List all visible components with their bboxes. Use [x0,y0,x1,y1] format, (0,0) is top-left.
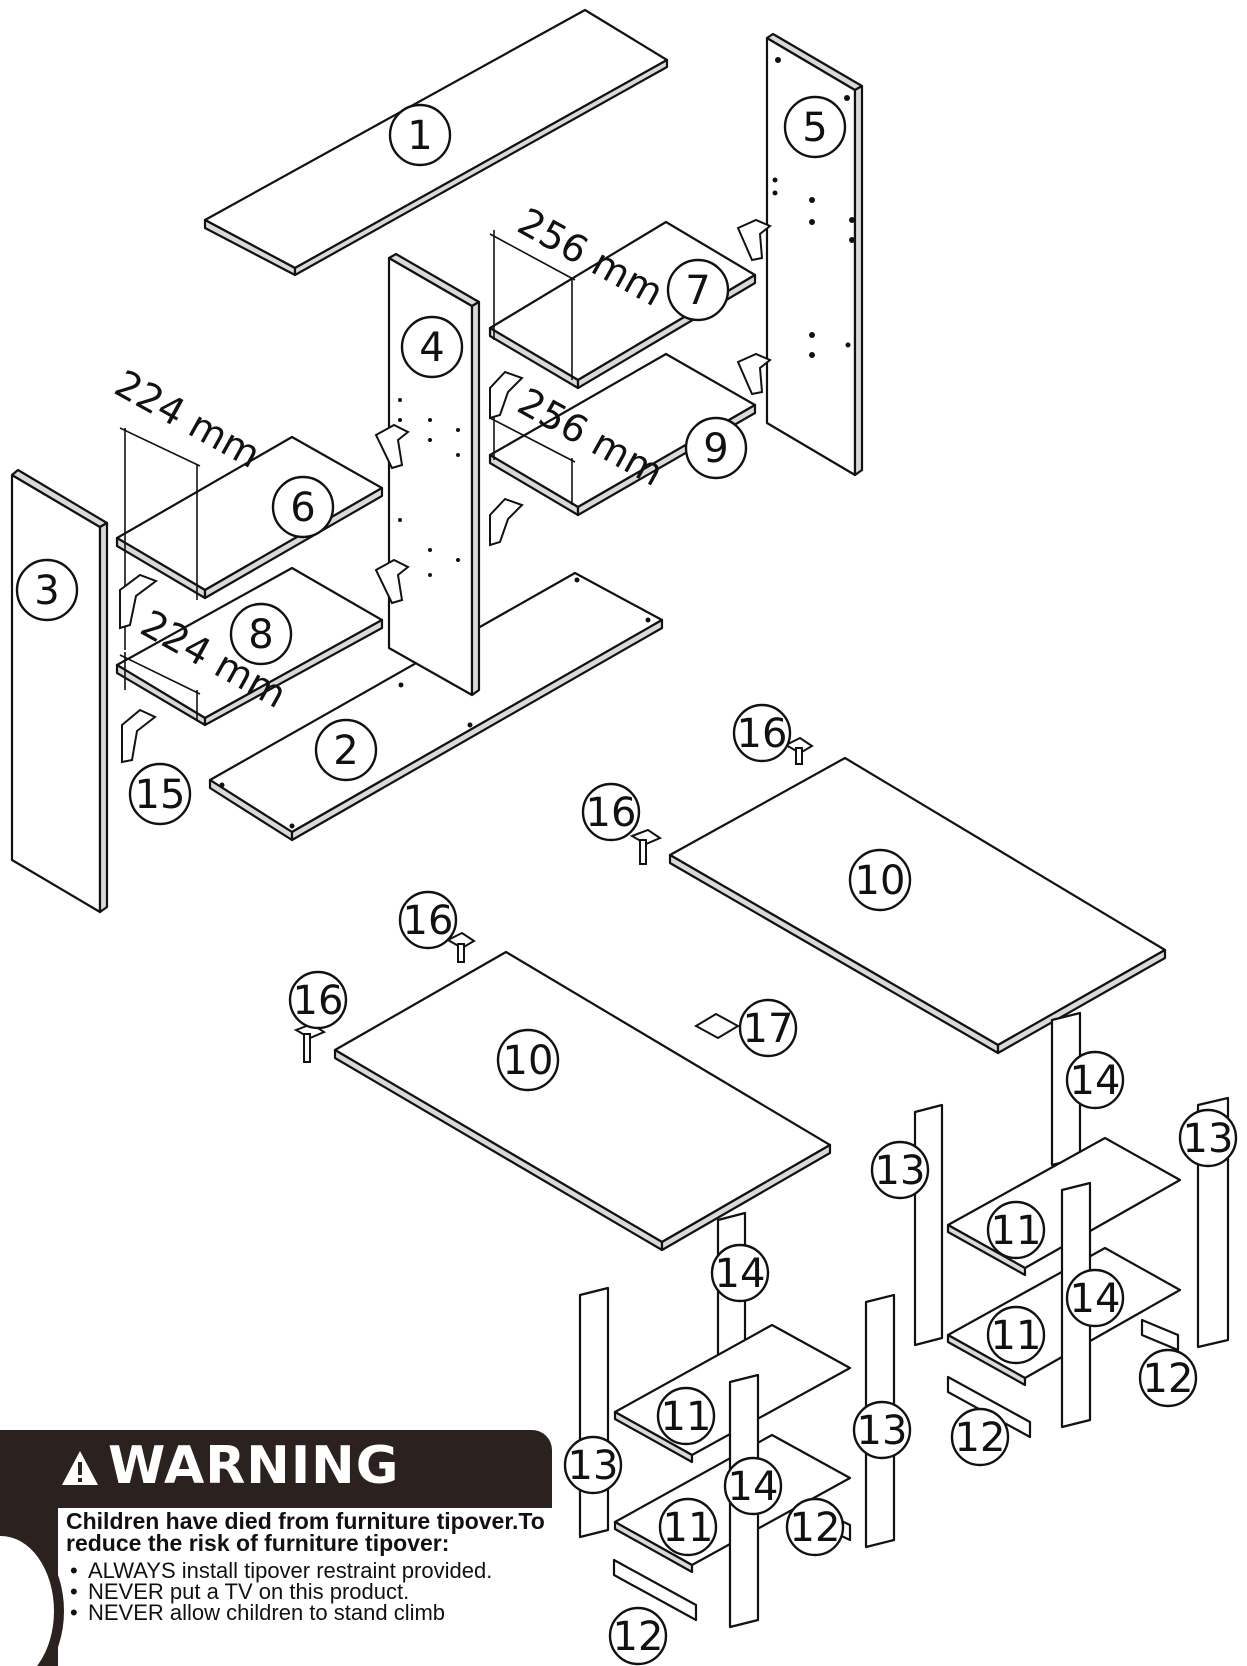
svg-text:7: 7 [685,268,710,314]
callout-9: 9 [684,416,748,480]
svg-text:16: 16 [737,711,788,757]
svg-text:16: 16 [586,790,637,836]
svg-text:5: 5 [802,105,827,151]
warning-triangle-icon [62,1451,98,1485]
callout-4: 4 [400,315,464,379]
callout-16-a: 16 [732,703,792,763]
svg-text:14: 14 [728,1464,779,1510]
callout-11-c: 11 [656,1386,716,1446]
svg-text:16: 16 [403,898,454,944]
callout-16-d: 16 [288,970,348,1030]
callout-13-b: 13 [870,1140,930,1200]
callout-2: 2 [314,718,378,782]
callout-3: 3 [15,558,79,622]
svg-text:8: 8 [248,612,273,658]
part-10-tabletop-right [668,756,1167,1055]
callout-12-b: 12 [950,1407,1010,1467]
callout-13-c: 13 [852,1400,912,1460]
callout-17: 17 [738,998,798,1058]
callout-7: 7 [666,258,730,322]
callout-14-a: 14 [1065,1050,1125,1110]
warning-lead: Children have died from furniture tipove… [66,1508,545,1556]
svg-text:2: 2 [333,728,358,774]
warning-item: NEVER allow children to stand climb [66,1602,546,1624]
svg-text:11: 11 [663,1505,714,1551]
svg-text:10: 10 [855,858,906,904]
svg-text:15: 15 [135,772,186,818]
svg-text:14: 14 [1070,1058,1121,1104]
callout-16-b: 16 [581,782,641,842]
part-16-connectors [293,736,814,1063]
callout-12-c: 12 [785,1497,845,1557]
callout-12-d: 12 [608,1606,668,1666]
svg-text:12: 12 [1143,1356,1194,1402]
callout-8: 8 [229,602,293,666]
warning-heading: WARNING [108,1436,400,1496]
svg-text:11: 11 [991,1208,1042,1254]
svg-text:13: 13 [1183,1116,1234,1162]
part-6-shelf [115,435,384,600]
svg-text:12: 12 [613,1614,664,1660]
callout-11-d: 11 [658,1497,718,1557]
callout-13-a: 13 [1178,1108,1238,1168]
no-climbing-pictogram-icon [0,1526,64,1666]
warning-text: Children have died from furniture tipove… [66,1508,546,1624]
callout-14-d: 14 [723,1456,783,1516]
svg-text:13: 13 [568,1443,619,1489]
callout-10-left: 10 [496,1028,560,1092]
callout-11-b: 11 [986,1305,1046,1365]
warning-list: ALWAYS install tipover restraint provide… [66,1560,546,1624]
part-15-brackets [119,218,772,764]
svg-text:12: 12 [790,1505,841,1551]
callout-5: 5 [783,95,847,159]
svg-text:3: 3 [34,568,59,614]
svg-text:11: 11 [991,1313,1042,1359]
callout-15: 15 [128,762,192,826]
warning-item: NEVER put a TV on this product. [66,1581,546,1603]
callout-12-a: 12 [1138,1348,1198,1408]
callout-6: 6 [271,475,335,539]
dimension-lines [119,230,576,720]
svg-text:9: 9 [703,426,728,472]
svg-text:13: 13 [875,1148,926,1194]
svg-text:17: 17 [743,1006,794,1052]
part-10-tabletop-left [333,950,832,1252]
svg-text:4: 4 [419,325,444,371]
svg-text:6: 6 [290,485,315,531]
callout-14-b: 14 [710,1243,770,1303]
svg-text:16: 16 [293,978,344,1024]
callout-10-right: 10 [848,848,912,912]
warning-item: ALWAYS install tipover restraint provide… [66,1560,546,1582]
part-17-plate [693,1012,741,1040]
callout-11-a: 11 [986,1200,1046,1260]
callout-13-d: 13 [563,1435,623,1495]
callout-14-c: 14 [1065,1268,1125,1328]
svg-text:14: 14 [1070,1276,1121,1322]
svg-text:11: 11 [661,1394,712,1440]
svg-text:14: 14 [715,1251,766,1297]
callout-16-c: 16 [398,890,458,950]
svg-text:12: 12 [955,1415,1006,1461]
svg-text:13: 13 [857,1408,908,1454]
svg-text:1: 1 [407,113,432,159]
part-3-left-side-panel [10,468,109,914]
svg-text:10: 10 [503,1038,554,1084]
tipover-warning-label: WARNING Children have died from furnitur… [0,1430,552,1666]
callout-1: 1 [388,103,452,167]
